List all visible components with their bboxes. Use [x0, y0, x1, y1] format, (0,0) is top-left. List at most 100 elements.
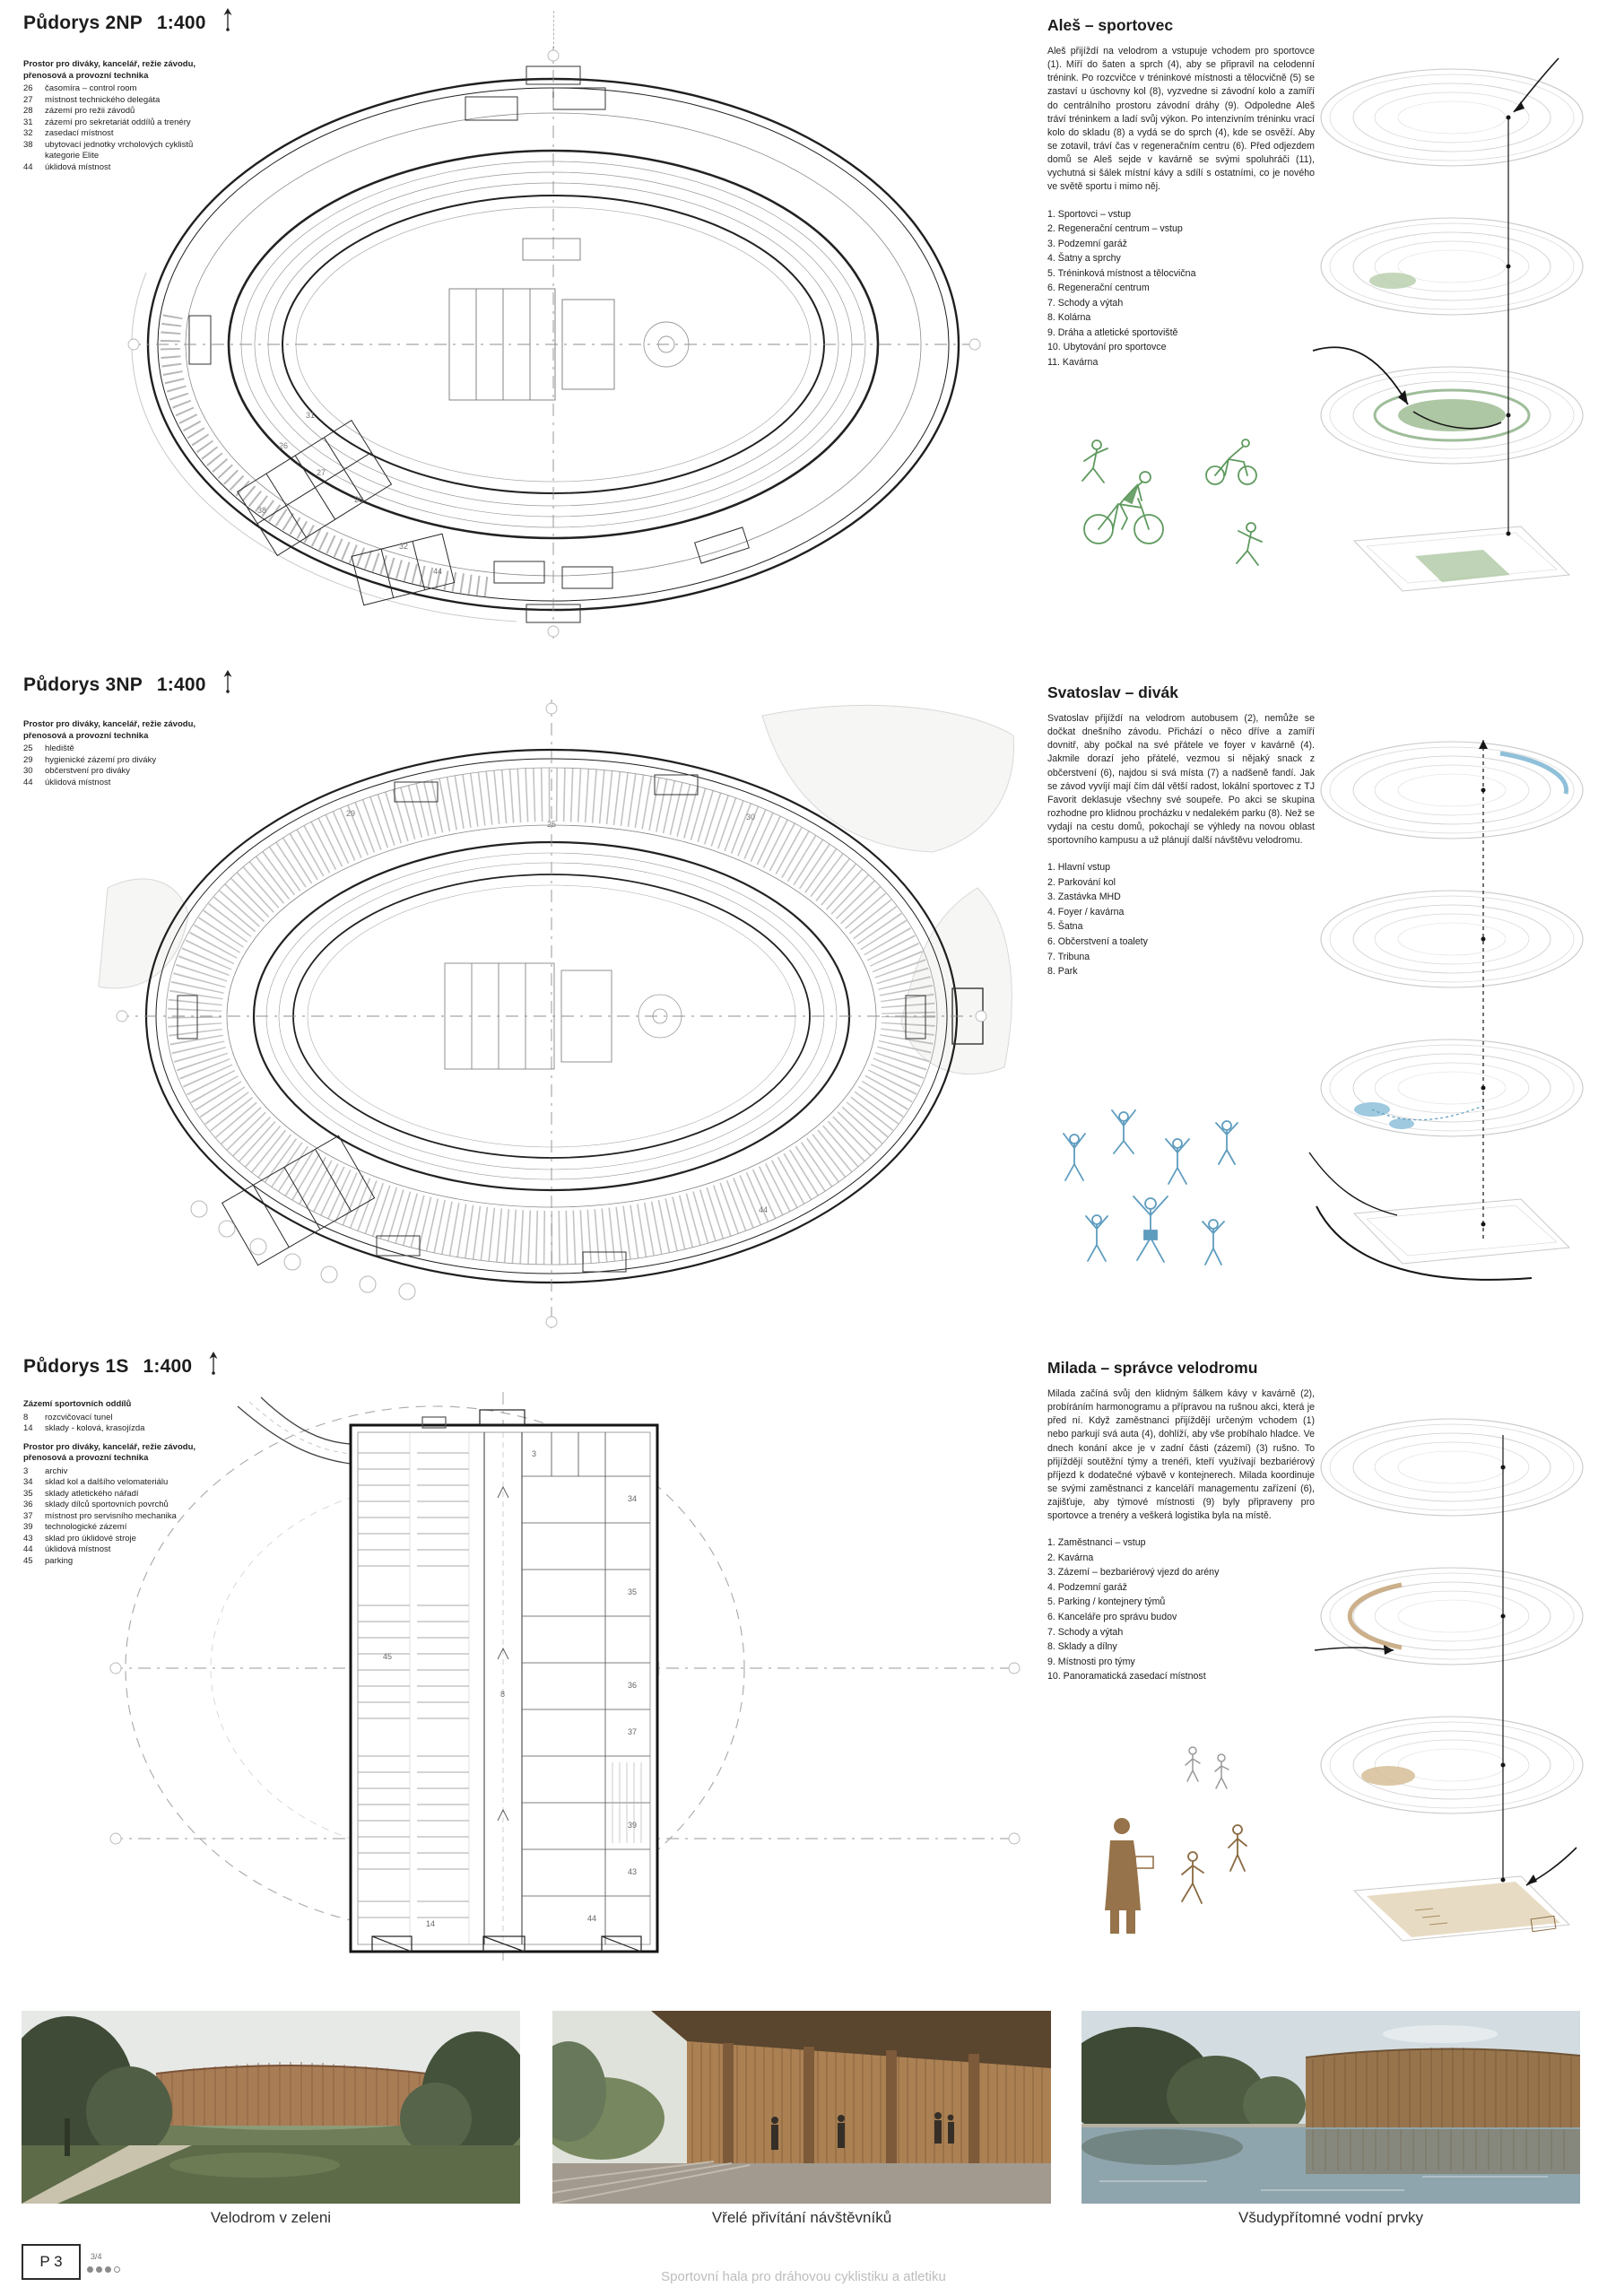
- plan-2np-legend: Prostor pro diváky, kancelář, režie závo…: [23, 59, 228, 173]
- legend-item-number: 29: [23, 754, 33, 765]
- story-list-item: 3. Zastávka MHD: [1047, 891, 1121, 903]
- room-number-label: 3: [532, 1449, 536, 1458]
- room-number-label: 44: [759, 1205, 768, 1214]
- story-ales: Aleš – sportovec Aleš přijíždí na velodr…: [1047, 16, 1315, 370]
- legend-item-number: 30: [23, 766, 33, 777]
- plan-2np-title: Půdorys 2NP 1:400: [23, 8, 235, 34]
- legend-item-number: 37: [23, 1510, 33, 1521]
- legend-item-label: rozcvičovací tunel: [45, 1412, 113, 1422]
- photo-caption: Vřelé přivítání návštěvníků: [711, 2209, 892, 2226]
- axon-plate-highlight-tan: [1320, 1716, 1584, 1814]
- plan-1s-drawing: 3 34 35 36 37 39 43 44 45 8 14: [109, 1392, 1021, 1962]
- plan-1s-legend: Zázemí sportovních oddílů 8 rozcvičovací…: [23, 1399, 228, 1567]
- room-number-label: 25: [547, 820, 556, 829]
- room-number-label: 35: [628, 1587, 637, 1596]
- legend-item-list: 3 archiv 34 sklad kol a dalšího velomate…: [23, 1466, 228, 1568]
- stair-tick-arc: [160, 312, 489, 596]
- panel-code: P 3: [22, 2244, 81, 2280]
- legend-item: 30 občerstvení pro diváky: [23, 766, 228, 778]
- page-dot: [105, 2266, 111, 2273]
- story-list-item: 8. Kolárna: [1047, 312, 1091, 324]
- legend-item-number: 44: [23, 161, 33, 172]
- legend-item-label: zasedací místnost: [45, 128, 114, 139]
- legend-item-label: zázemí pro sekretariát oddílů a trenéry: [45, 117, 191, 127]
- legend-item: 28 zázemí pro režii závodů: [23, 106, 228, 117]
- story-list-item: 9. Dráha a atletické sportoviště: [1047, 326, 1178, 338]
- legend-item: 32 zasedací místnost: [23, 128, 228, 140]
- legend-item-list: 26 časomíra – control room 27 místnost t…: [23, 83, 228, 173]
- milada-figure: [1105, 1818, 1154, 1934]
- route-arrows: [1312, 57, 1559, 534]
- render-photo-water-features: [1081, 2011, 1580, 2204]
- story-list-item: 6. Občerstvení a toalety: [1047, 935, 1148, 947]
- background-figures: [1185, 1746, 1229, 1789]
- room-number-label: 8: [500, 1690, 505, 1699]
- story-list-item: 8. Sklady a dílny: [1047, 1641, 1117, 1653]
- story-list-item: 4. Foyer / kavárna: [1047, 906, 1125, 918]
- photo-caption: Všudypřítomné vodní prvky: [1238, 2209, 1423, 2226]
- legend-item: 39 technologické zázemí: [23, 1522, 228, 1534]
- story-list-item: 3. Podzemní garáž: [1047, 238, 1127, 249]
- basement-building: [349, 1423, 659, 1953]
- story-title: Milada – správce velodromu: [1047, 1359, 1258, 1377]
- route-arrows: [1314, 1435, 1577, 1886]
- room-cluster: [221, 1135, 376, 1266]
- page-dot: [96, 2266, 102, 2273]
- legend-item-label: sklady dílců sportovních povrchů: [45, 1500, 169, 1510]
- story-milada: Milada – správce velodromu Milada začíná…: [1047, 1359, 1315, 1684]
- legend-item: 27 místnost technického delegáta: [23, 95, 228, 107]
- axon-plate: [1320, 1418, 1584, 1517]
- legend-item-number: 25: [23, 744, 33, 754]
- room-number-labels: 26 27 28 31 32 38 44: [257, 411, 442, 576]
- milada-figures-sketch: [1105, 1746, 1247, 1934]
- site-context: [98, 704, 1014, 1075]
- axis-lines: [128, 47, 980, 643]
- plan-title-text: Půdorys 3NP: [23, 674, 143, 695]
- legend-item-label: sklady atletického nářadí: [45, 1488, 139, 1499]
- plan-title-text: Půdorys 1S: [23, 1356, 129, 1377]
- legend-item: 45 parking: [23, 1556, 228, 1568]
- legend-item-number: 31: [23, 117, 33, 127]
- room-number-label: 28: [354, 495, 363, 504]
- stair-blocks: [177, 774, 984, 1273]
- legend-item-number: 44: [23, 777, 33, 787]
- photo-caption: Velodrom v zeleni: [210, 2209, 332, 2226]
- legend-item-number: 45: [23, 1555, 33, 1566]
- legend-item-number: 14: [23, 1423, 33, 1434]
- room-number-label: 38: [257, 506, 266, 515]
- axon-plate-highlight-green: [1320, 366, 1584, 465]
- axis-lines: [117, 700, 986, 1334]
- legend-item: 25 hlediště: [23, 744, 228, 755]
- legend-item: 29 hygienické zázemí pro diváky: [23, 755, 228, 767]
- story-list-item: 1. Hlavní vstup: [1047, 862, 1111, 874]
- plan-scale: 1:400: [156, 13, 206, 33]
- room-number-label: 32: [399, 542, 408, 551]
- story-list-item: 1. Zaměstnanci – vstup: [1047, 1537, 1146, 1549]
- story-body: Aleš přijíždí na velodrom a vstupuje vch…: [1047, 46, 1315, 193]
- legend-item-number: 39: [23, 1522, 33, 1533]
- axon-plate-highlight-blue: [1320, 741, 1584, 839]
- render-photo-entrance-colonnade: [552, 2011, 1051, 2204]
- room-number-labels: 3 34 35 36 37 39 43 44 45 8 14: [383, 1449, 637, 1928]
- north-arrow-icon: [223, 8, 232, 31]
- legend-item-label: archiv: [45, 1465, 68, 1476]
- axon-plate-highlight-blue: [1320, 1039, 1584, 1137]
- room-number-label: 44: [433, 567, 442, 576]
- legend-heading: Zázemí sportovních oddílů: [23, 1399, 132, 1409]
- plan-title-text: Půdorys 2NP: [23, 13, 143, 33]
- north-arrow-icon: [223, 670, 232, 693]
- story-list-item: 4. Podzemní garáž: [1047, 1581, 1127, 1593]
- room-number-label: 44: [587, 1914, 596, 1923]
- page-dot: [87, 2266, 93, 2273]
- story-list-item: 6. Regenerační centrum: [1047, 283, 1150, 294]
- ramp-entry: [237, 1396, 352, 1465]
- north-arrow-icon: [209, 1352, 218, 1375]
- axon-basement-slab: [1352, 526, 1571, 592]
- legend-item-label: technologické zázemí: [45, 1522, 127, 1533]
- room-number-label: 37: [628, 1727, 637, 1736]
- legend-item-number: 36: [23, 1500, 33, 1510]
- axon-basement-slab: [1352, 1198, 1571, 1265]
- story-list-item: 7. Tribuna: [1047, 951, 1090, 962]
- ales-figures-sketch: [1081, 439, 1263, 566]
